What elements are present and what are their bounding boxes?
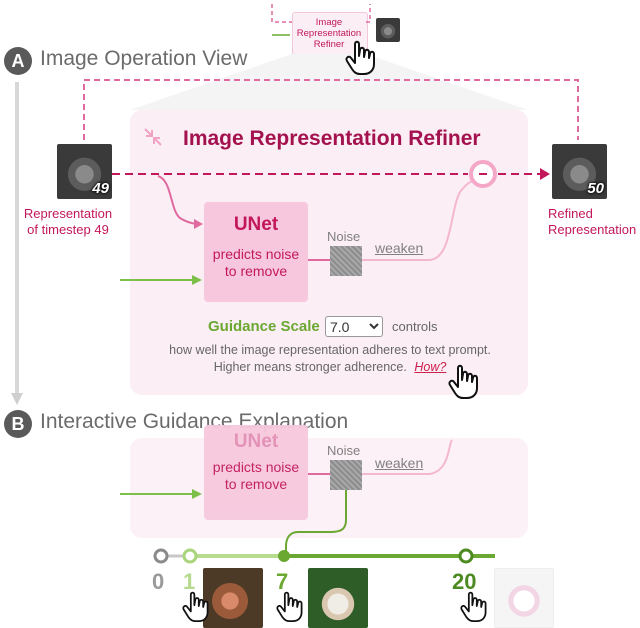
hand-cursor-icon bbox=[276, 591, 303, 622]
guidance-description-line1: how well the image representation adhere… bbox=[169, 343, 491, 357]
timeline-value-20[interactable]: 20 bbox=[452, 569, 477, 594]
mini-refiner-card[interactable] bbox=[292, 12, 368, 56]
hand-cursor-icon bbox=[345, 40, 375, 75]
timeline-value-0[interactable]: 0 bbox=[152, 569, 165, 594]
timeline-value-1[interactable]: 1 bbox=[183, 569, 196, 594]
guidance-description-line2: Higher means stronger adherence. How? bbox=[145, 360, 515, 374]
input-label-line2: of timestep 49 bbox=[27, 222, 109, 237]
collapse-arrows-icon[interactable] bbox=[140, 124, 166, 150]
output-representation-label: Refined Representation bbox=[548, 206, 640, 238]
section-a-badge: A bbox=[4, 47, 32, 75]
mini-refiner-title: Image Representation Refiner bbox=[296, 17, 362, 50]
unet2-desc-line2: to remove bbox=[224, 476, 288, 492]
unet-desc-line2: to remove bbox=[224, 263, 288, 279]
weaken-label-secondary: weaken bbox=[375, 455, 424, 471]
unet-description-secondary: predicts noise to remove bbox=[204, 459, 308, 493]
hand-cursor-icon bbox=[448, 364, 478, 399]
mini-output-thumbnail bbox=[376, 18, 400, 42]
timeline-value-7[interactable]: 7 bbox=[276, 569, 289, 594]
output-label-line2: Representation bbox=[548, 222, 637, 237]
unet-box[interactable]: UNet predicts noise to remove bbox=[204, 202, 308, 302]
unet-description: predicts noise to remove bbox=[204, 246, 308, 280]
input-representation-thumbnail: 49 bbox=[57, 144, 112, 199]
refiner-title: Image Representation Refiner bbox=[183, 127, 481, 150]
section-a-title: Image Operation View bbox=[40, 47, 248, 70]
guidance-scale-select[interactable]: 0.0 1.0 7.0 20.0 bbox=[325, 316, 383, 337]
guidance-controls-text: controls bbox=[392, 319, 438, 334]
noise-image bbox=[330, 246, 362, 276]
hand-cursor-icon bbox=[182, 591, 209, 622]
guidance-scale-label: Guidance Scale bbox=[208, 318, 320, 335]
input-timestep-number: 49 bbox=[92, 180, 109, 197]
output-representation-thumbnail: 50 bbox=[552, 144, 607, 199]
section-b-badge: B bbox=[4, 410, 32, 438]
unet-box-secondary[interactable]: UNet predicts noise to remove bbox=[204, 425, 308, 520]
guidance-1-image[interactable] bbox=[203, 568, 263, 628]
guidance-7-image[interactable] bbox=[308, 568, 368, 628]
unet-title-secondary: UNet bbox=[233, 431, 279, 452]
how-link[interactable]: How? bbox=[414, 360, 447, 374]
hand-cursor-icon bbox=[460, 591, 487, 622]
input-representation-label: Representation of timestep 49 bbox=[18, 206, 118, 238]
explanation-panel bbox=[130, 438, 528, 538]
output-label-line1: Refined bbox=[548, 206, 593, 221]
output-timestep-number: 50 bbox=[587, 180, 604, 197]
noise-label: Noise bbox=[327, 229, 361, 244]
noise-image-secondary bbox=[330, 460, 362, 490]
guidance-desc-line2-text: Higher means stronger adherence. bbox=[213, 360, 407, 374]
weaken-label: weaken bbox=[375, 240, 424, 256]
refiner-panel bbox=[130, 110, 528, 395]
unet-desc-line1: predicts noise bbox=[212, 246, 300, 262]
input-label-line1: Representation bbox=[23, 206, 113, 221]
unet2-desc-line1: predicts noise bbox=[212, 459, 300, 475]
noise-label-secondary: Noise bbox=[327, 443, 361, 458]
unet-title: UNet bbox=[233, 214, 279, 235]
guidance-20-image[interactable] bbox=[494, 568, 554, 628]
